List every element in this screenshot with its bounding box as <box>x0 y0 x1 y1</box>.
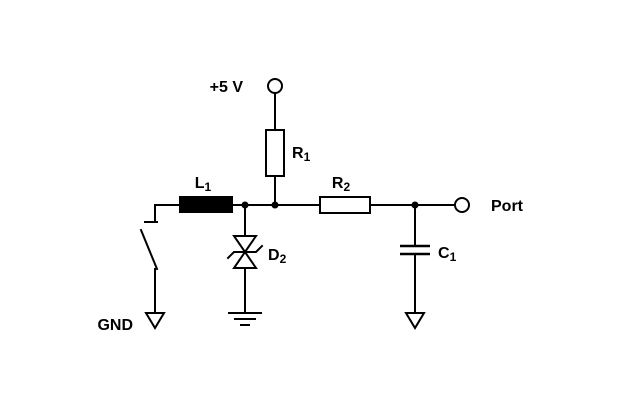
supply-label: +5 V <box>210 79 244 96</box>
r1-label: R1 <box>292 145 311 164</box>
l1-label: L1 <box>195 175 212 194</box>
d2-tvs-diode-upper <box>232 235 258 254</box>
junction-dot-r1 <box>271 201 279 209</box>
port-label: Port <box>491 198 524 215</box>
r1-resistor <box>265 129 285 177</box>
d2-label-sub: 2 <box>280 252 287 266</box>
l1-label-prefix: L <box>195 175 205 192</box>
l1-inductor <box>179 196 233 213</box>
l1-label-sub: 1 <box>205 180 212 194</box>
r2-resistor <box>319 196 371 214</box>
switch-blade <box>139 228 159 271</box>
c1-label-prefix: C <box>438 245 450 262</box>
r1-label-prefix: R <box>292 145 304 162</box>
supply-terminal <box>267 78 283 94</box>
port-terminal <box>454 197 470 213</box>
c1-label: C1 <box>438 245 457 264</box>
d2-label: D2 <box>268 247 287 266</box>
c1-label-sub: 1 <box>450 250 457 264</box>
ground-arrow-gnd <box>144 312 166 330</box>
ground-arrow-c1 <box>404 312 426 330</box>
r2-label-prefix: R <box>332 175 344 192</box>
d2-label-prefix: D <box>268 247 280 264</box>
d2-cathode-bar <box>226 244 264 260</box>
earth-ground-symbol <box>228 312 262 326</box>
d2-tvs-diode-lower <box>232 250 258 269</box>
gnd-label: GND <box>97 317 133 334</box>
r1-label-sub: 1 <box>304 150 311 164</box>
r2-label: R2 <box>332 175 351 194</box>
r2-label-sub: 2 <box>343 180 350 194</box>
